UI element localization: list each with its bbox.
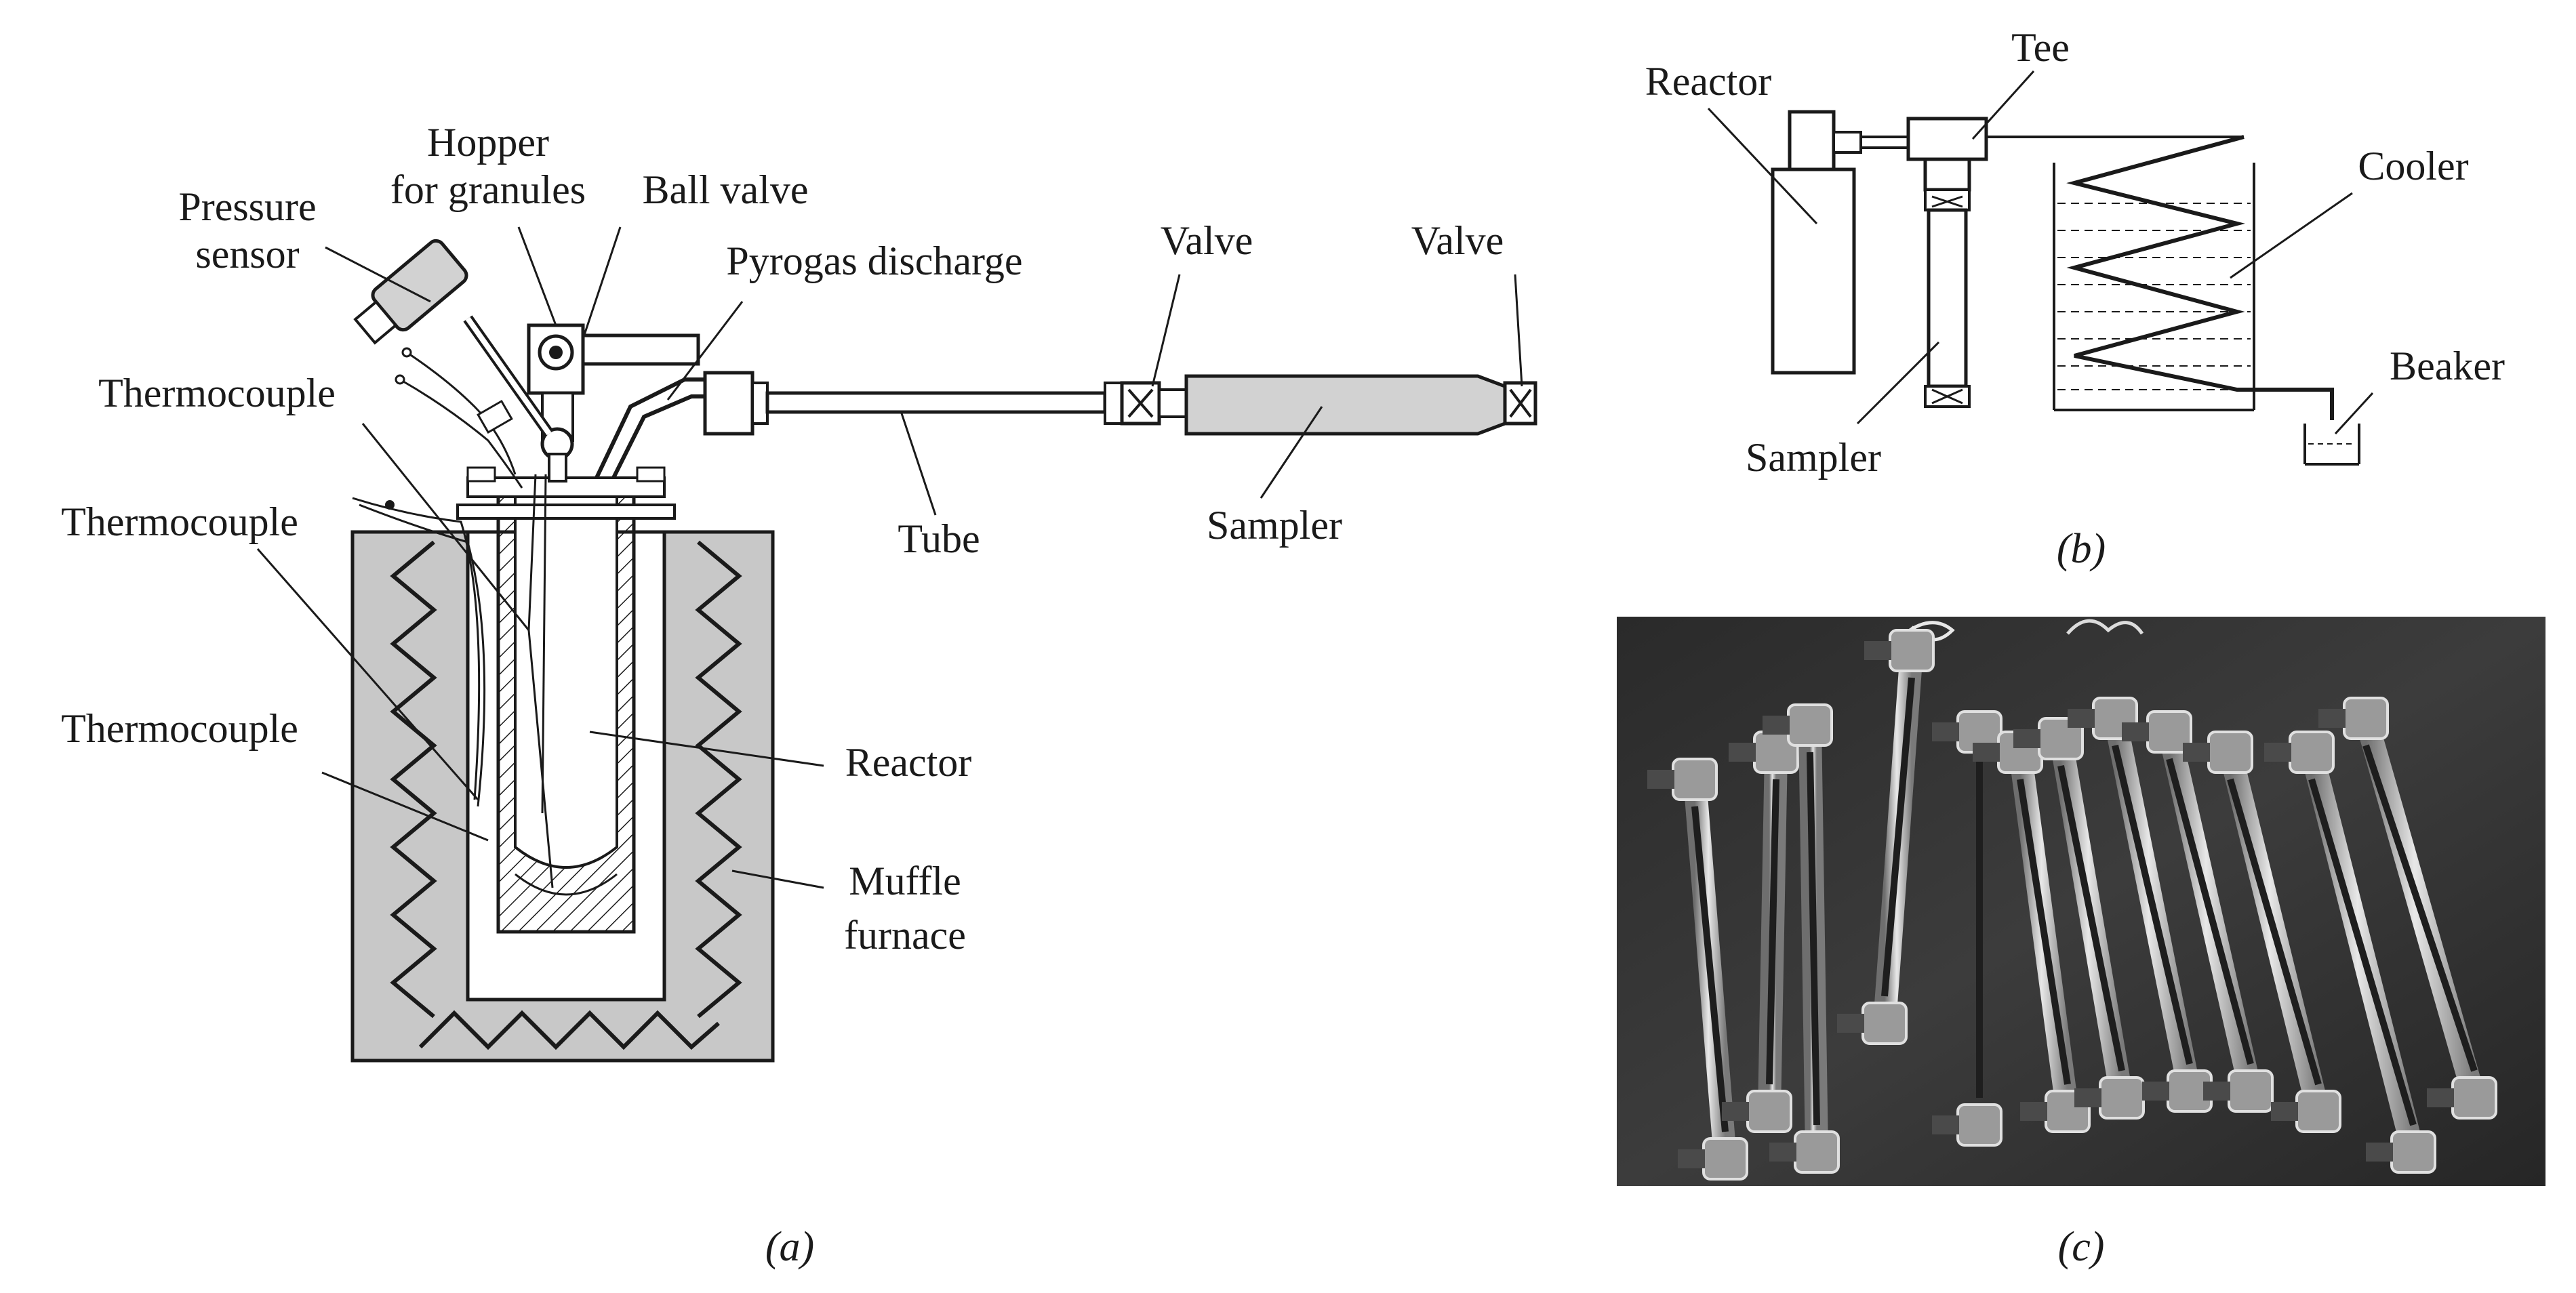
sampler-valve-photo xyxy=(2343,697,2389,740)
valve-handle-photo xyxy=(2020,1102,2047,1121)
valve-handle-photo xyxy=(1837,1014,1864,1033)
b-beaker-label: Beaker xyxy=(2390,344,2505,388)
pressure-sensor xyxy=(353,239,554,437)
valve-handle-photo xyxy=(1932,722,1959,741)
sampler-valve-photo xyxy=(1889,629,1935,672)
panel-a-diagram xyxy=(256,226,1537,1063)
reactor-label: Reactor xyxy=(845,740,972,785)
valve-handle-photo xyxy=(2271,1102,2298,1121)
b-beaker xyxy=(2303,424,2360,466)
sampler-tube-core xyxy=(2112,744,2193,1065)
thermocouple-label-3: Thermocouple xyxy=(61,706,298,751)
sampler-tube-core xyxy=(2362,744,2478,1072)
sampler-tubes xyxy=(1647,629,2497,1181)
sampler xyxy=(1158,374,1537,436)
valve-handle-photo xyxy=(2318,709,2346,728)
sampler-tube-core xyxy=(2308,778,2417,1126)
sampler-valve-photo xyxy=(1672,758,1718,801)
sampler-tube-core xyxy=(1881,677,1915,997)
valve-right-label: Valve xyxy=(1411,218,1504,263)
sampler-tube-core xyxy=(2017,779,2071,1085)
sampler-valve-photo xyxy=(1861,1002,1908,1045)
valve-handle-photo xyxy=(1973,743,2000,762)
caption-a: (a) xyxy=(765,1224,814,1270)
thermocouple-label-1: Thermocouple xyxy=(98,371,336,415)
valve-handle-photo xyxy=(1932,1115,1959,1134)
panel-b-diagram xyxy=(1707,70,2374,466)
sampler-valve-photo xyxy=(2295,1090,2341,1133)
valve-handle-photo xyxy=(2074,1088,2101,1107)
valve-handle-photo xyxy=(1678,1149,1705,1168)
valve-handle-photo xyxy=(2068,709,2095,728)
caption-b: (b) xyxy=(2057,526,2106,572)
sampler-valve-photo xyxy=(2390,1130,2436,1174)
thermocouple-wires xyxy=(352,347,523,807)
sampler-valve-photo xyxy=(2099,1076,2145,1120)
b-reactor-label: Reactor xyxy=(1645,59,1772,104)
muffle-furnace-label-line1: Muffle xyxy=(849,859,961,903)
pressure-sensor-label-line2: sensor xyxy=(195,232,299,276)
sampler-tube-core xyxy=(2057,765,2125,1071)
sampler-tube-core xyxy=(2166,758,2254,1065)
thermocouple-label-2: Thermocouple xyxy=(61,499,298,544)
sampler-valve-photo xyxy=(2451,1076,2497,1120)
tube-label: Tube xyxy=(898,516,980,561)
valve-handle-photo xyxy=(2142,1082,2169,1101)
hopper-label-line2: for granules xyxy=(390,167,586,212)
valve-handle-photo xyxy=(2122,722,2149,741)
valve-handle-photo xyxy=(2203,1082,2230,1101)
valve-handle-photo xyxy=(2183,743,2210,762)
valve-handle-photo xyxy=(1729,743,1756,762)
panel-c-photo xyxy=(1617,617,2545,1186)
valve-left-label: Valve xyxy=(1161,218,1253,263)
sampler-valve-photo xyxy=(2207,731,2253,774)
sampler-label: Sampler xyxy=(1207,503,1342,548)
valve-handle-photo xyxy=(1864,641,1891,660)
reactor-vessel xyxy=(456,466,676,934)
sampler-tube-core xyxy=(1766,779,1779,1085)
valve-handle-photo xyxy=(1769,1143,1796,1162)
b-tee xyxy=(1906,117,1988,161)
sampler-valve-photo xyxy=(2289,731,2335,774)
caption-c: (c) xyxy=(2058,1224,2105,1270)
valve-handle-photo xyxy=(2013,729,2040,748)
ball-valve-label: Ball valve xyxy=(643,167,809,212)
valve-handle-photo xyxy=(2366,1143,2393,1162)
discharge-line xyxy=(595,371,1161,479)
b-cooler xyxy=(2053,135,2334,420)
pressure-sensor-label-line1: Pressure xyxy=(178,184,316,229)
panel-a-leaders xyxy=(256,226,1523,889)
valve-handle-photo xyxy=(1763,716,1790,735)
sampler-valve-photo xyxy=(2228,1069,2274,1113)
b-cooler-label: Cooler xyxy=(2358,144,2468,188)
sampler-valve-photo xyxy=(1794,1130,1840,1174)
b-sampler-label: Sampler xyxy=(1746,435,1881,480)
b-tee-label: Tee xyxy=(2011,25,2070,70)
sampler-valve-photo xyxy=(1746,1090,1792,1133)
b-reactor xyxy=(1771,167,1856,375)
valve-handle-photo xyxy=(2264,743,2291,762)
sampler-valve-photo xyxy=(1787,703,1833,747)
sampler-tube-core xyxy=(1691,806,1729,1132)
sampler-valve-photo xyxy=(1702,1137,1748,1181)
sampler-tube-core xyxy=(2227,778,2322,1086)
valve-handle-photo xyxy=(1722,1102,1749,1121)
muffle-furnace-label-line2: furnace xyxy=(844,913,966,958)
valve-handle-photo xyxy=(1647,770,1674,789)
b-sampler xyxy=(1927,208,1968,388)
pyrogas-discharge-label: Pyrogas discharge xyxy=(726,239,1022,283)
hopper-label-line1: Hopper xyxy=(427,120,549,165)
sampler-tube-core xyxy=(1807,752,1820,1126)
sampler-valve-photo xyxy=(1956,1103,2003,1147)
valve-handle-photo xyxy=(2427,1088,2454,1107)
